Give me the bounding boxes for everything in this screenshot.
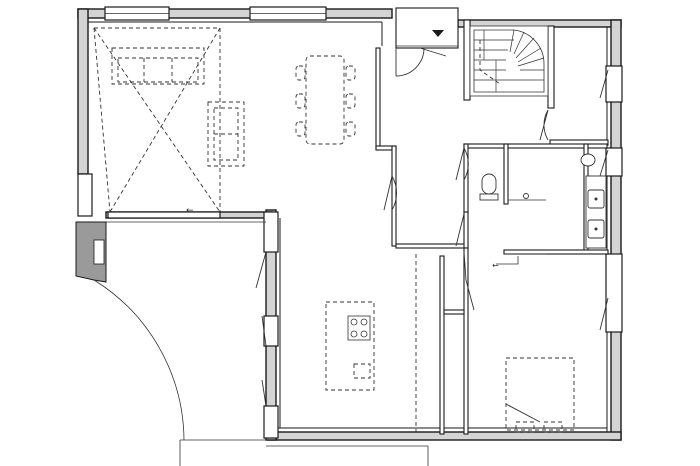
windows xyxy=(77,6,623,439)
sofa xyxy=(111,47,205,85)
bedroom-large xyxy=(505,297,609,433)
kitchen-island xyxy=(325,301,375,391)
terrace xyxy=(75,221,429,466)
arrow-left-icon: ← xyxy=(186,206,194,216)
toilet xyxy=(481,173,497,195)
stairs xyxy=(469,25,549,97)
bed xyxy=(505,357,575,431)
triangle-down-icon xyxy=(432,30,444,37)
hall-doors: ← xyxy=(383,175,546,432)
toilet-room xyxy=(455,147,499,201)
toilet-2 xyxy=(580,153,596,167)
dining-table xyxy=(305,55,345,145)
bedroom-small xyxy=(539,69,609,141)
bathroom xyxy=(508,149,609,249)
arrow-left-icon: ← xyxy=(492,261,499,270)
interior-walls xyxy=(375,7,609,435)
entrance xyxy=(395,30,458,77)
armchair xyxy=(207,101,245,167)
living-room: ← xyxy=(93,27,356,216)
kitchen xyxy=(255,251,375,407)
